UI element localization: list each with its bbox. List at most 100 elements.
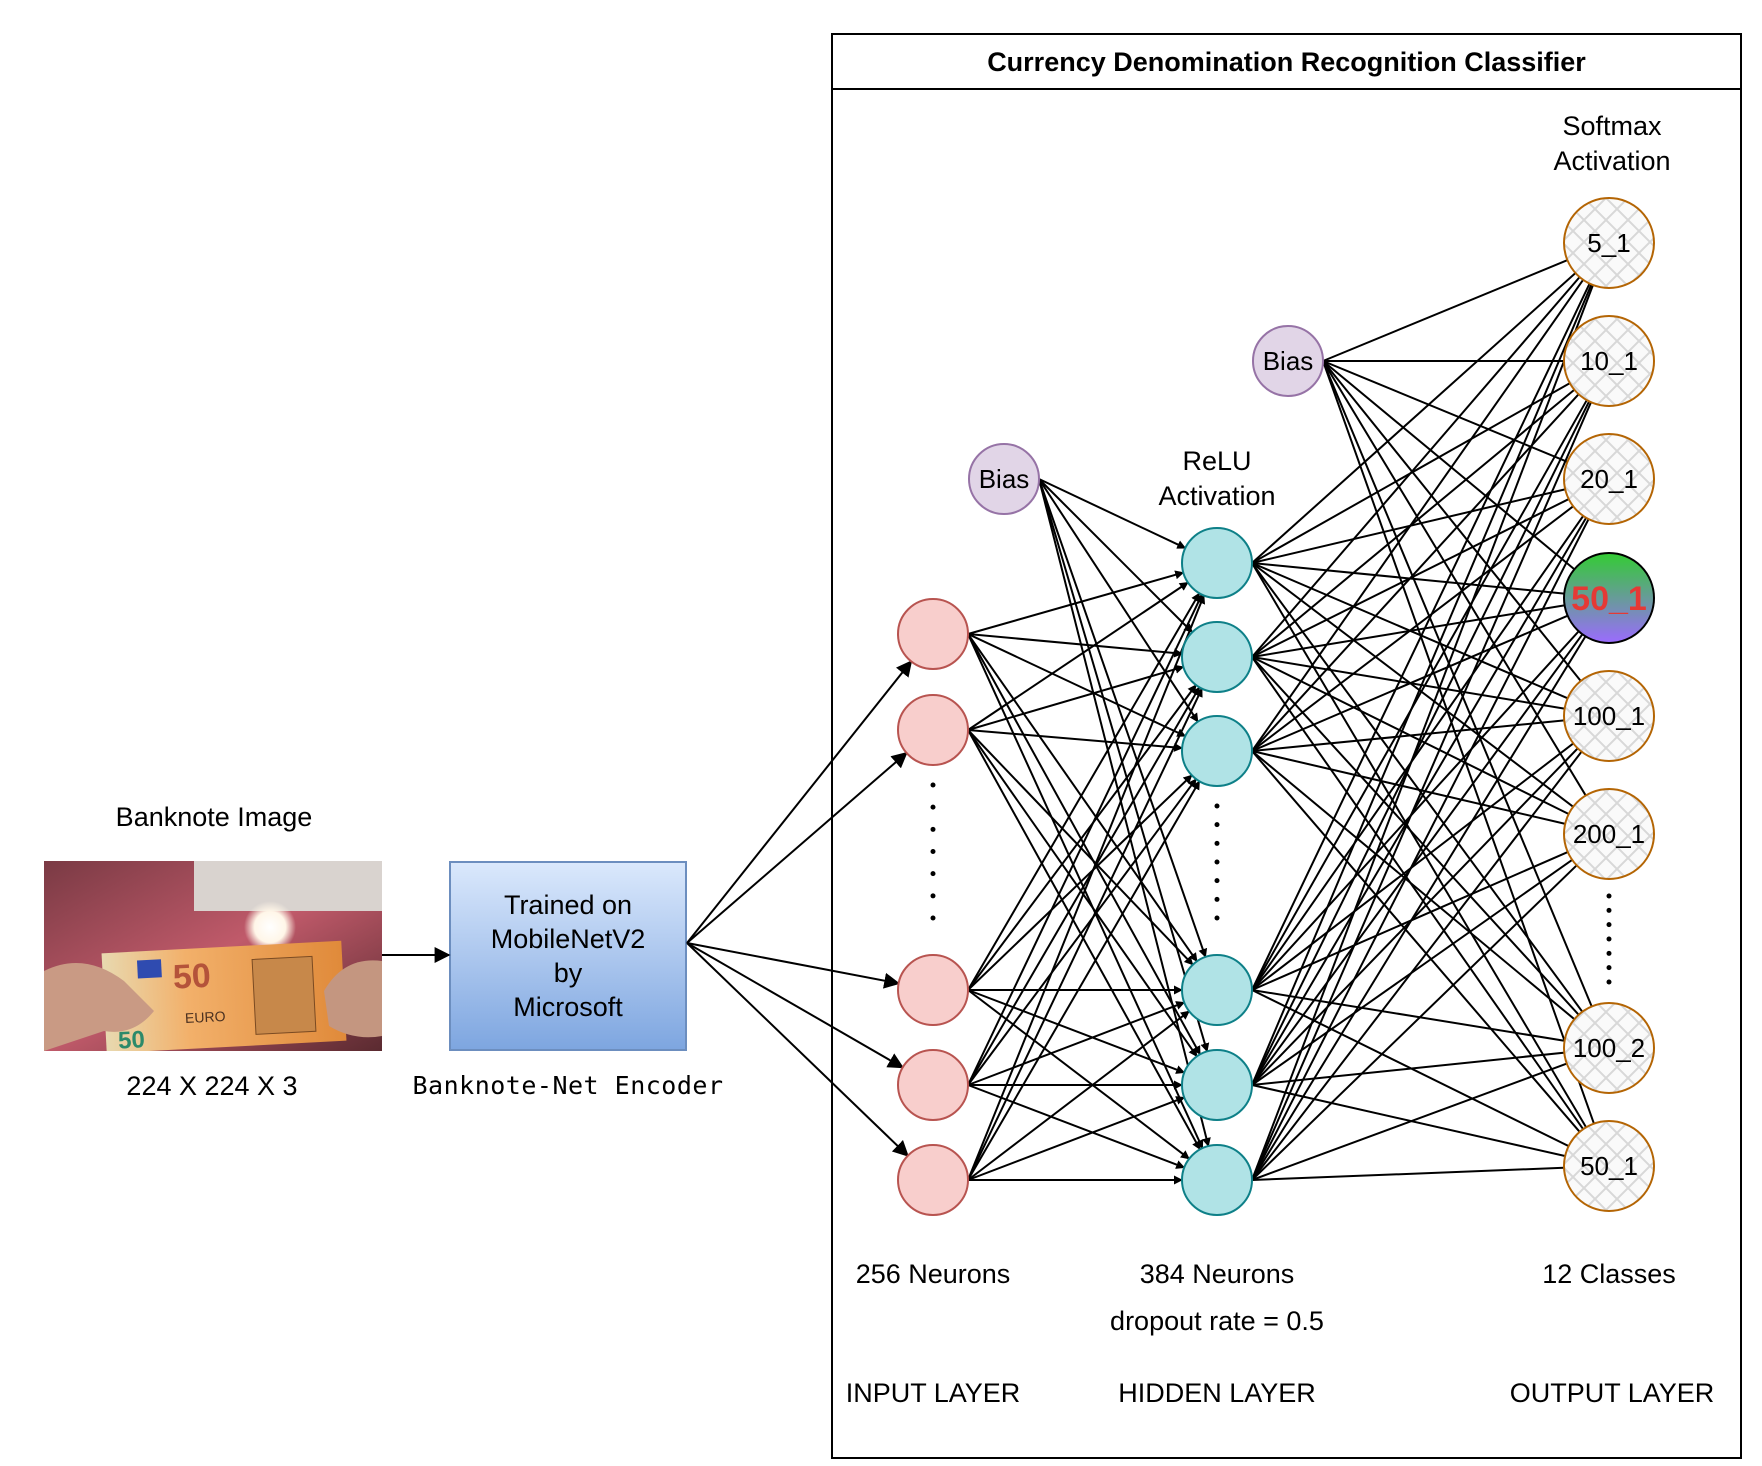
edge-hidden-0-output-0 bbox=[1251, 266, 1583, 564]
edge-hidden-3-output-5 bbox=[1251, 847, 1577, 991]
input-layer-name: INPUT LAYER bbox=[845, 1378, 1021, 1408]
edge-hidden-2-output-5 bbox=[1251, 750, 1575, 829]
edge-input-4-hidden-3 bbox=[967, 1010, 1190, 1181]
output-class-predicted-3 bbox=[1563, 552, 1655, 644]
image-caption: Banknote Image bbox=[115, 802, 313, 832]
encoder-line-4: Microsoft bbox=[513, 992, 623, 1022]
edge-bias2-output-5 bbox=[1322, 360, 1592, 804]
hidden-dropout-label: dropout rate = 0.5 bbox=[1110, 1306, 1324, 1336]
bias-label-1: Bias bbox=[979, 464, 1030, 494]
output-class-6 bbox=[1563, 1002, 1655, 1094]
edge-hidden-2-output-1 bbox=[1251, 386, 1586, 752]
edge-input-0-hidden-1 bbox=[967, 633, 1184, 658]
classifier-panel: Currency Denomination Recognition Classi… bbox=[831, 33, 1742, 1459]
edge-bias1-hidden-3 bbox=[1038, 478, 1208, 958]
output-activation-line-1: Softmax bbox=[1562, 111, 1662, 141]
edge-bias2-output-0 bbox=[1322, 255, 1577, 362]
hidden-ellipsis-dot-3 bbox=[1214, 859, 1220, 865]
encoder-line-3: by bbox=[553, 958, 583, 988]
hidden-ellipsis-dot-6 bbox=[1214, 915, 1220, 921]
edge-hidden-2-output-6 bbox=[1251, 750, 1583, 1026]
hidden-ellipsis-dot-0 bbox=[1214, 803, 1220, 809]
output-class-1 bbox=[1563, 315, 1655, 407]
image-dimensions: 224 X 224 X 3 bbox=[126, 1071, 298, 1101]
edge-hidden-2-output-3 bbox=[1251, 611, 1577, 752]
edge-bias2-output-6 bbox=[1322, 360, 1597, 1016]
edge-input-2-hidden-0 bbox=[967, 592, 1201, 991]
arrow-encoder-to-input-2 bbox=[686, 942, 901, 989]
edge-input-4-hidden-0 bbox=[967, 594, 1206, 1181]
edge-hidden-5-output-3 bbox=[1251, 627, 1592, 1181]
edge-hidden-4-output-0 bbox=[1251, 275, 1596, 1086]
hidden-neuron-2 bbox=[1181, 715, 1253, 787]
hidden-neuron-1 bbox=[1181, 621, 1253, 693]
edge-input-3-hidden-2 bbox=[967, 778, 1197, 1086]
edge-hidden-1-output-5 bbox=[1251, 656, 1578, 819]
edge-input-1-hidden-4 bbox=[967, 729, 1198, 1058]
edge-bias2-output-7 bbox=[1322, 360, 1599, 1133]
bias-node-2 bbox=[1252, 325, 1324, 397]
encoder-caption: Banknote-Net Encoder bbox=[412, 1071, 724, 1100]
output-class-label-5: 200_1 bbox=[1573, 819, 1645, 849]
edge-input-1-hidden-1 bbox=[967, 664, 1185, 731]
edge-input-3-hidden-1 bbox=[967, 686, 1201, 1086]
hidden-neuron-4 bbox=[1181, 1049, 1253, 1121]
edge-bias2-output-3 bbox=[1322, 360, 1582, 576]
bias-label-2: Bias bbox=[1263, 346, 1314, 376]
bias-node-1 bbox=[968, 443, 1040, 515]
edge-hidden-3-output-0 bbox=[1251, 274, 1595, 991]
encoder-box: Trained on MobileNetV2 by Microsoft bbox=[449, 861, 687, 1051]
edge-bias1-hidden-5 bbox=[1038, 478, 1211, 1147]
hidden-ellipsis-dot-1 bbox=[1214, 822, 1220, 828]
edge-hidden-1-output-3 bbox=[1251, 600, 1575, 658]
edge-bias1-hidden-2 bbox=[1038, 478, 1199, 723]
input-ellipsis-dot-1 bbox=[930, 804, 936, 810]
input-neuron-4 bbox=[897, 1144, 969, 1216]
edge-hidden-4-output-2 bbox=[1251, 509, 1592, 1086]
output-ellipsis-dot-1 bbox=[1606, 907, 1612, 913]
input-neuron-3 bbox=[897, 1049, 969, 1121]
input-neuron-0 bbox=[897, 598, 969, 670]
output-class-5 bbox=[1563, 788, 1655, 880]
edge-hidden-4-output-3 bbox=[1251, 626, 1589, 1086]
output-activation-line-2: Activation bbox=[1553, 146, 1671, 176]
output-class-label-4: 100_1 bbox=[1573, 701, 1645, 731]
edge-input-3-hidden-0 bbox=[967, 593, 1203, 1086]
encoder-line-2: MobileNetV2 bbox=[490, 924, 646, 954]
edge-input-2-hidden-4 bbox=[967, 989, 1186, 1074]
arrow-encoder-to-input-1 bbox=[686, 751, 908, 944]
output-class-label-2: 20_1 bbox=[1580, 464, 1638, 494]
output-class-label-0: 5_1 bbox=[1587, 228, 1630, 258]
edge-hidden-5-output-2 bbox=[1251, 510, 1594, 1181]
output-class-2 bbox=[1563, 433, 1655, 525]
edge-hidden-2-output-4 bbox=[1251, 715, 1575, 752]
edge-hidden-2-output-7 bbox=[1251, 750, 1587, 1140]
edge-hidden-5-output-4 bbox=[1251, 743, 1588, 1181]
input-ellipsis-dot-3 bbox=[930, 849, 936, 854]
edge-input-0-hidden-3 bbox=[967, 633, 1198, 963]
edge-bias2-output-4 bbox=[1322, 360, 1588, 689]
edge-hidden-2-output-0 bbox=[1251, 271, 1590, 752]
edge-hidden-3-output-6 bbox=[1251, 989, 1575, 1046]
output-class-label-3: 50_1 bbox=[1571, 580, 1647, 618]
edge-bias2-output-2 bbox=[1322, 360, 1577, 467]
input-ellipsis-dot-5 bbox=[930, 893, 936, 899]
output-class-label-7: 50_1 bbox=[1580, 1151, 1638, 1181]
panel-title: Currency Denomination Recognition Classi… bbox=[833, 35, 1740, 90]
hidden-layer-name: HIDDEN LAYER bbox=[1118, 1378, 1316, 1408]
hidden-neuron-3 bbox=[1181, 954, 1253, 1026]
edge-input-1-hidden-2 bbox=[967, 729, 1184, 752]
output-ellipsis-dot-6 bbox=[1606, 979, 1612, 985]
edge-hidden-5-output-1 bbox=[1251, 393, 1596, 1181]
input-size-label: 256 Neurons bbox=[855, 1259, 1011, 1289]
edge-hidden-3-output-1 bbox=[1251, 391, 1593, 991]
hidden-activation-line-1: ReLU bbox=[1182, 446, 1252, 476]
output-layer-name: OUTPUT LAYER bbox=[1509, 1378, 1715, 1408]
edge-hidden-4-output-4 bbox=[1251, 741, 1585, 1086]
output-ellipsis-dot-3 bbox=[1606, 936, 1612, 942]
edge-hidden-0-output-1 bbox=[1251, 377, 1579, 564]
edge-input-4-hidden-2 bbox=[967, 780, 1201, 1181]
arrow-encoder-to-input-4 bbox=[686, 942, 909, 1157]
edge-hidden-4-output-6 bbox=[1251, 1048, 1575, 1086]
edge-hidden-1-output-1 bbox=[1251, 383, 1582, 658]
